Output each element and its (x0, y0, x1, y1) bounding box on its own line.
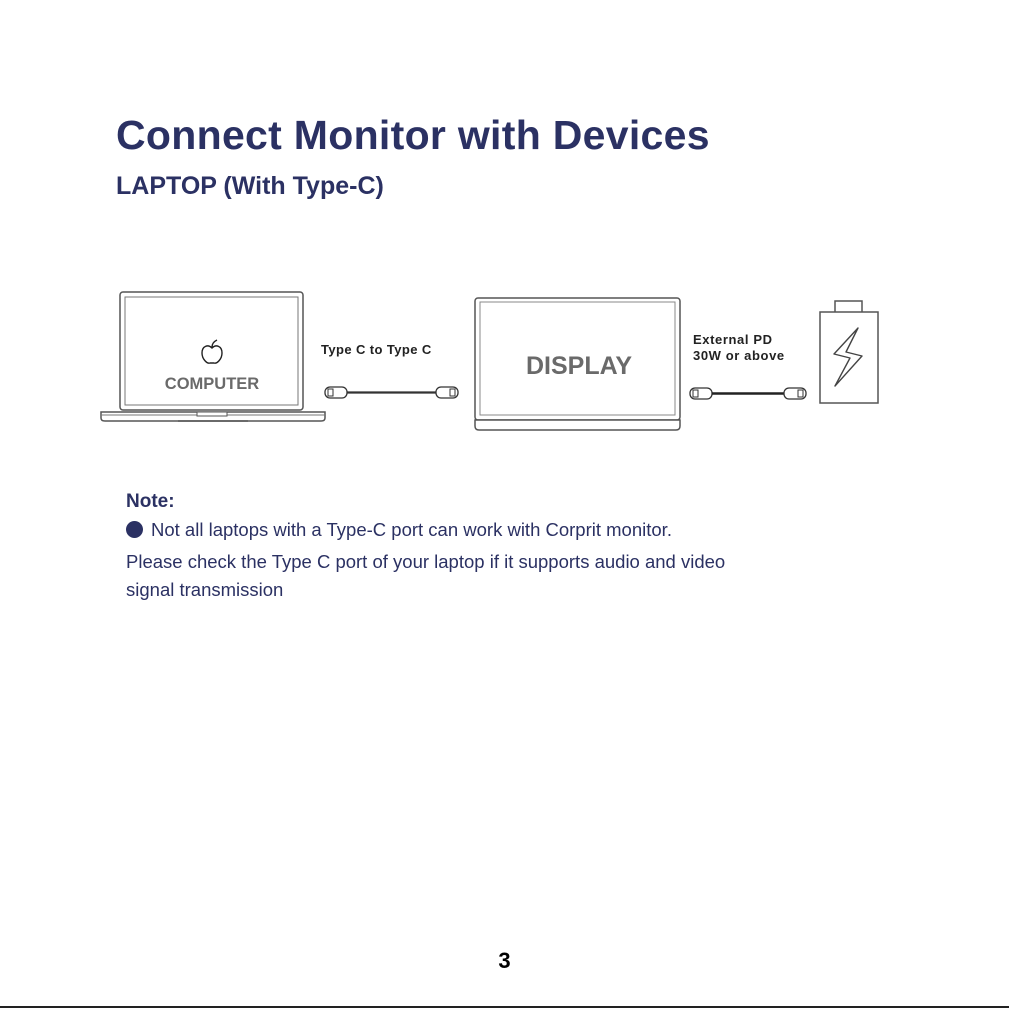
computer-label: COMPUTER (165, 375, 260, 393)
note-line-3: signal transmission (126, 579, 283, 601)
display-illustration: DISPLAY (475, 298, 680, 430)
bullet-icon (126, 521, 143, 538)
note-line-1-text: Not all laptops with a Type-C port can w… (151, 519, 672, 540)
power-label-line1: External PD (693, 332, 773, 347)
bottom-divider (0, 1006, 1009, 1008)
page-number: 3 (0, 948, 1009, 974)
type-c-cable: Type C to Type C (321, 342, 458, 398)
laptop-illustration: COMPUTER (101, 292, 325, 421)
display-label: DISPLAY (526, 352, 632, 380)
note-title: Note: (126, 491, 175, 513)
power-cable (690, 388, 806, 399)
note-line-2: Please check the Type C port of your lap… (126, 551, 725, 573)
note-line-1: Not all laptops with a Type-C port can w… (126, 519, 672, 541)
cable-label: Type C to Type C (321, 342, 432, 357)
power-supply-illustration (820, 301, 878, 403)
power-label-line2: 30W or above (693, 348, 785, 363)
